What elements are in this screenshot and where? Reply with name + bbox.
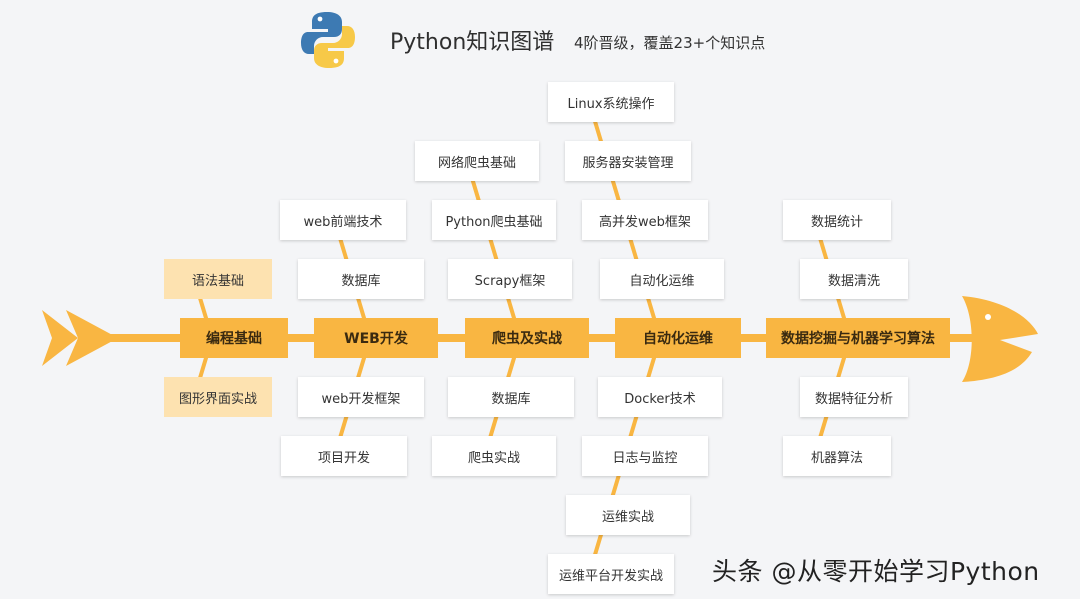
topic-node: Scrapy框架 [448, 259, 572, 299]
topic-node: Linux系统操作 [548, 82, 674, 122]
watermark: 头条 @从零开始学习Python [712, 557, 1040, 586]
page-subtitle: 4阶晋级，覆盖23+个知识点 [574, 34, 766, 52]
topic-node: 数据库 [448, 377, 574, 417]
topic-node: 机器算法 [783, 436, 891, 476]
topic-node: 运维平台开发实战 [548, 554, 674, 594]
stage-node: WEB开发 [314, 318, 438, 358]
topic-node: 爬虫实战 [432, 436, 556, 476]
stage-node: 数据挖掘与机器学习算法 [766, 318, 950, 358]
topic-node: 服务器安装管理 [565, 141, 691, 181]
page-title: Python知识图谱 [390, 30, 555, 55]
stage-node: 编程基础 [180, 318, 288, 358]
topic-node: 网络爬虫基础 [415, 141, 539, 181]
topic-node: 语法基础 [164, 259, 272, 299]
topic-node: 数据库 [298, 259, 424, 299]
topic-node: 自动化运维 [600, 259, 724, 299]
topic-node: 数据清洗 [800, 259, 908, 299]
fish-tail-icon [42, 310, 78, 366]
fish-head-icon [962, 296, 1038, 382]
topic-node: 图形界面实战 [164, 377, 272, 417]
stage-node: 爬虫及实战 [465, 318, 589, 358]
fish-tail-icon-2 [66, 310, 118, 366]
stage-node: 自动化运维 [615, 318, 741, 358]
topic-node: 数据统计 [783, 200, 891, 240]
python-logo-icon [301, 12, 355, 68]
topic-node: 日志与监控 [582, 436, 708, 476]
topic-node: 项目开发 [281, 436, 407, 476]
topic-node: web开发框架 [298, 377, 424, 417]
topic-node: 高并发web框架 [582, 200, 708, 240]
topic-node: Python爬虫基础 [432, 200, 556, 240]
topic-node: Docker技术 [598, 377, 722, 417]
topic-node: 运维实战 [566, 495, 690, 535]
fish-eye-icon [985, 314, 991, 320]
header: Python知识图谱 4阶晋级，覆盖23+个知识点 [0, 0, 1080, 80]
topic-node: web前端技术 [280, 200, 406, 240]
topic-node: 数据特征分析 [800, 377, 908, 417]
